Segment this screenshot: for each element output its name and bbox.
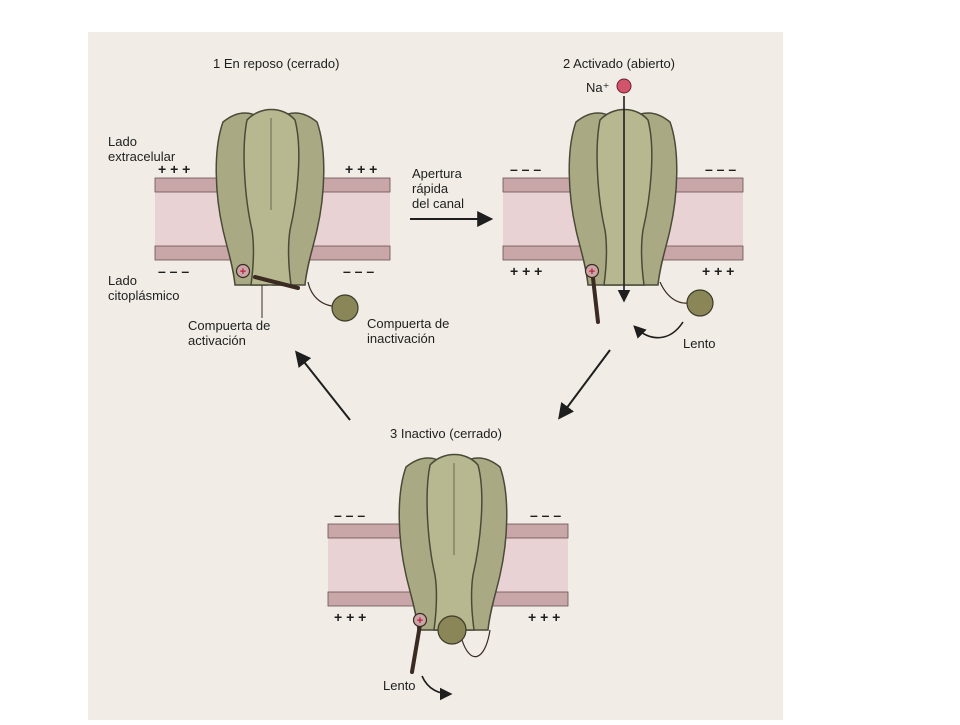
resting-heading: 1 En reposo (cerrado) bbox=[213, 56, 339, 71]
positive-charge-icon: + bbox=[589, 266, 595, 278]
activated-bottom-signs-right: + + + bbox=[702, 263, 734, 279]
resting-top-signs-right: + + + bbox=[345, 161, 377, 177]
inactivation-ball-activated bbox=[687, 290, 713, 316]
activated-slow-label: Lento bbox=[683, 336, 716, 351]
channel-resting bbox=[216, 110, 324, 286]
channel-activated bbox=[569, 110, 677, 286]
inactive-top-signs-right: – – – bbox=[530, 507, 561, 523]
activated-bottom-signs-left: + + + bbox=[510, 263, 542, 279]
resting-bottom-signs-left: – – – bbox=[158, 263, 189, 279]
inactive-heading: 3 Inactivo (cerrado) bbox=[390, 426, 502, 441]
inactive-slow-label: Lento bbox=[383, 678, 416, 693]
positive-charge-icon: + bbox=[417, 615, 423, 627]
inactive-bottom-signs-left: + + + bbox=[334, 609, 366, 625]
sodium-ion-icon bbox=[617, 79, 631, 93]
activated-top-signs-left: – – – bbox=[510, 161, 541, 177]
activated-heading: 2 Activado (abierto) bbox=[563, 56, 675, 71]
inactive-bottom-signs-right: + + + bbox=[528, 609, 560, 625]
resting-bottom-signs-right: – – – bbox=[343, 263, 374, 279]
inactivation-ball-resting bbox=[332, 295, 358, 321]
channel-inactive bbox=[399, 455, 507, 631]
sodium-ion-label: Na⁺ bbox=[586, 80, 609, 95]
resting-top-signs-left: + + + bbox=[158, 161, 190, 177]
inactive-top-signs-left: – – – bbox=[334, 507, 365, 523]
activated-top-signs-right: – – – bbox=[705, 161, 736, 177]
inactivation-ball-inactive bbox=[438, 616, 466, 644]
positive-charge-icon: + bbox=[240, 266, 246, 278]
